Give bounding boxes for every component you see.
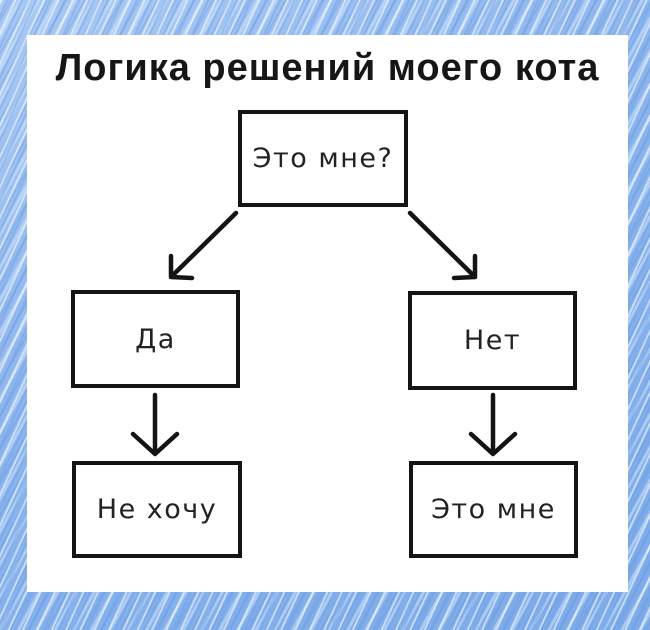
node-yes-result: Не хочу	[72, 461, 242, 558]
page-title: Логика решений моего кота	[55, 47, 600, 89]
node-yes-label: Да	[135, 323, 176, 355]
node-question: Это мне?	[238, 110, 408, 207]
node-no: Нет	[408, 291, 577, 390]
node-no-label: Нет	[463, 325, 522, 356]
node-yes: Да	[71, 290, 240, 388]
node-no-result-label: Это мне	[431, 494, 556, 525]
node-no-result: Это мне	[409, 461, 578, 558]
node-question-label: Это мне?	[252, 143, 394, 174]
node-yes-result-label: Не хочу	[96, 494, 218, 525]
